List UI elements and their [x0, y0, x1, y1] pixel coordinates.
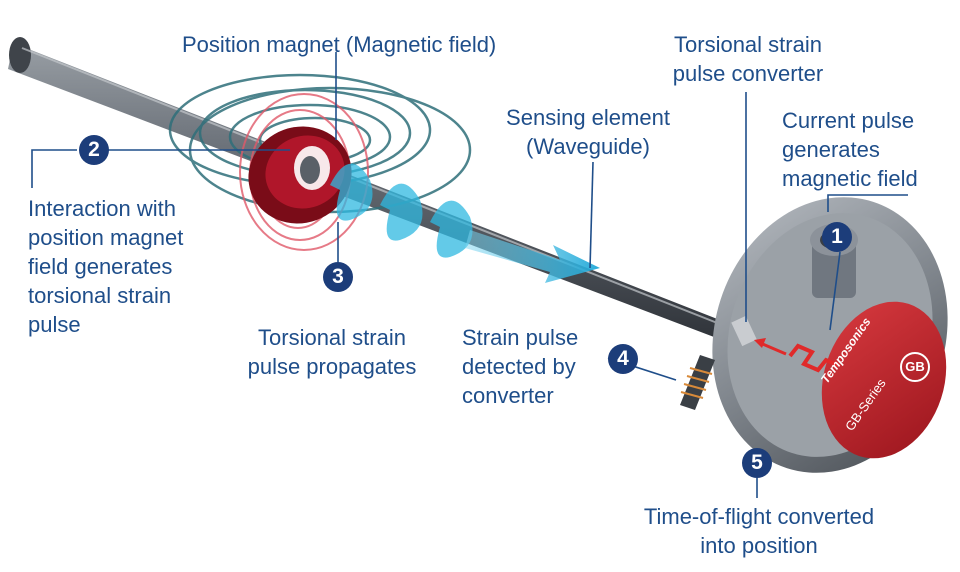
label-line: pulse — [28, 312, 81, 337]
label-line: position magnet — [28, 225, 184, 250]
label-line: into position — [700, 533, 818, 558]
label-line: Torsional strain — [674, 32, 822, 57]
label-time-of-flight: Time-of-flight converted into position — [624, 502, 894, 560]
label-line: Torsional strain — [258, 325, 406, 350]
label-line: converter — [462, 383, 554, 408]
label-interaction: Interaction with position magnet field g… — [28, 194, 183, 339]
label-line: Time-of-flight converted — [643, 504, 875, 529]
device-model-badge: GB — [900, 352, 930, 382]
label-line: Interaction with — [28, 196, 176, 221]
leader-lines — [31, 52, 908, 498]
label-line: Current pulse — [782, 108, 915, 133]
torsional-strain-pulse — [330, 163, 600, 283]
label-line: (Waveguide) — [526, 134, 650, 159]
step-badge-4: 4 — [608, 344, 638, 374]
step-badge-1: 1 — [822, 222, 852, 252]
label-sensing-element: Sensing element (Waveguide) — [498, 103, 678, 161]
label-torsional-converter: Torsional strain pulse converter — [658, 30, 838, 88]
sensor-housing — [680, 197, 948, 473]
label-line: detected by — [462, 354, 576, 379]
label-line: pulse propagates — [247, 354, 417, 379]
label-line: field generates — [28, 254, 173, 279]
label-position-magnet: Position magnet (Magnetic field) — [182, 32, 497, 57]
label-line: Strain pulse — [462, 325, 579, 350]
label-line: magnetic field — [782, 166, 918, 191]
label-line: pulse converter — [672, 61, 824, 86]
step-badge-2: 2 — [79, 135, 109, 165]
step-badge-5: 5 — [742, 448, 772, 478]
label-current-pulse: Current pulse generates magnetic field — [782, 106, 918, 193]
label-strain-detected: Strain pulse detected by converter — [462, 323, 578, 410]
label-line: generates — [782, 137, 880, 162]
label-pulse-propagates: Torsional strain pulse propagates — [232, 323, 432, 381]
step-badge-3: 3 — [323, 262, 353, 292]
label-line: torsional strain — [28, 283, 172, 308]
label-line: Sensing element — [506, 105, 670, 130]
current-pulse — [754, 338, 839, 373]
